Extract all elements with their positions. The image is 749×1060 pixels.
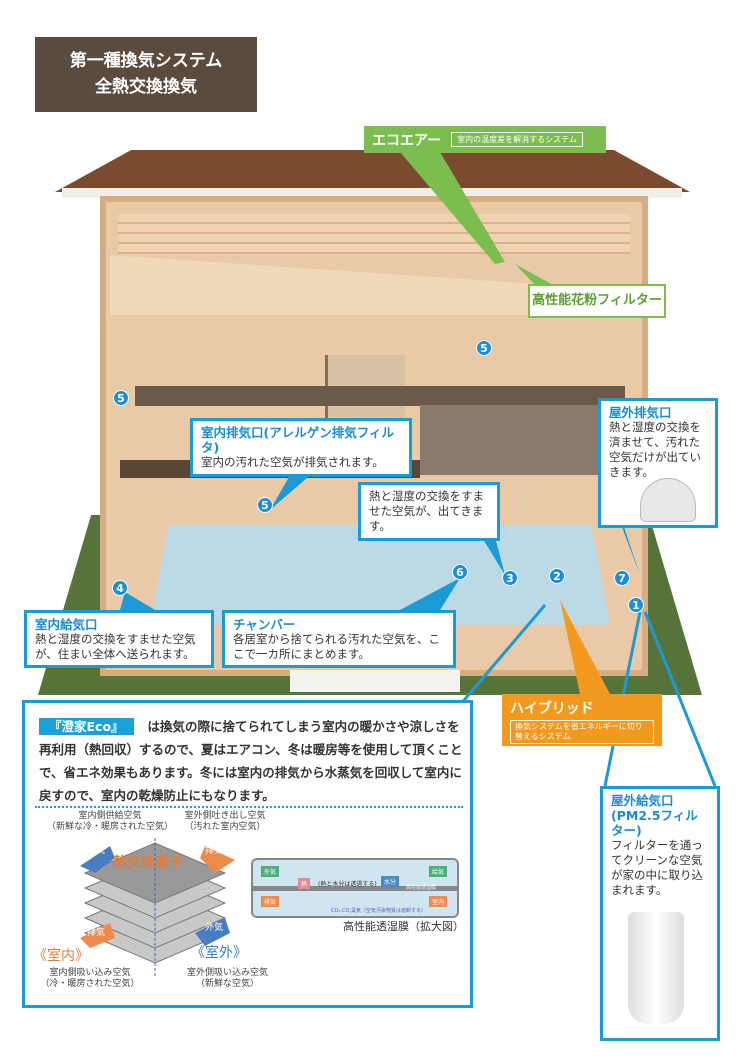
marker-5: 5: [257, 497, 273, 513]
title-line-1: 第一種換気システム: [69, 51, 223, 71]
eco-air-desc: 室内の温度差を解消するシステム: [451, 132, 583, 147]
heat-exchanger-core-icon: [80, 838, 235, 978]
ceiling-beams: [118, 214, 630, 254]
roof: [55, 150, 690, 192]
chamber-callout: チャンバー 各居室から捨てられる汚れた空気を、ここで一カ所にまとめます。: [222, 610, 456, 668]
eco-text: は換気の際に捨てられてしまう室内の暖かさや涼しさを再利用（熱回収）するので、夏は…: [39, 719, 463, 803]
eco-badge: 『澄家Eco』: [39, 718, 134, 735]
indoor-supply-callout: 室内給気口 熱と湿度の交換をすませた空気が、住まい全体へ送られます。: [24, 610, 214, 668]
membrane-block: CO₂,CO,臭気（空気汚染物質は遮断する）: [331, 908, 427, 914]
label-indoor-intake-air: 室内側吸い込み空気 （冷・暖房された空気）: [40, 968, 140, 989]
exchanged-air-callout: 熱と湿度の交換をすませた空気が、出てきます。: [358, 482, 500, 541]
page-title: 第一種換気システム 全熱交換換気: [35, 37, 257, 112]
membrane-room: 室内: [429, 896, 448, 907]
outdoor-exhaust-heading: 屋外排気口: [609, 405, 672, 420]
marker-3: 3: [502, 570, 518, 586]
membrane-name: 高性能透湿膜: [406, 885, 437, 891]
marker-2: 2: [549, 568, 565, 584]
indoor-supply-body: 熱と湿度の交換をすませた空気が、住まい全体へ送られます。: [35, 632, 196, 661]
outdoor-supply-heading: 屋外給気口: [611, 793, 674, 808]
eco-air-label: エコエアー 室内の温度差を解消するシステム: [364, 126, 606, 153]
outdoor-exhaust-body: 熱と湿度の交換を済ませて、汚れた空気だけが出ていきます。: [609, 420, 701, 479]
membrane-moisture: 水分: [381, 876, 400, 887]
dotted-divider: [35, 806, 463, 808]
indoor-exhaust-callout: 室内排気口(アレルゲン排気フィルタ) 室内の汚れた空気が排気されます。: [190, 418, 412, 477]
hybrid-label: ハイブリッド 換気システムを省エネルギーに切り替えるシステム: [502, 694, 662, 746]
eco-explanation-box: 『澄家Eco』は換気の際に捨てられてしまう室内の暖かさや涼しさを再利用（熱回収）…: [22, 700, 473, 1008]
marker-5: 5: [113, 390, 129, 406]
exchanged-air-body: 熱と湿度の交換をすませた空気が、出てきます。: [369, 489, 484, 533]
underfloor-duct-space: [150, 525, 610, 625]
membrane-supply: 給気: [429, 866, 448, 877]
eco-description: 『澄家Eco』は換気の際に捨てられてしまう室内の暖かさや涼しさを再利用（熱回収）…: [39, 715, 463, 807]
outdoor-exhaust-hood: [640, 478, 696, 522]
marker-1: 1: [628, 597, 644, 613]
membrane-heat: 熱: [298, 878, 311, 889]
chamber-body: 各居室から捨てられる汚れた空気を、ここで一カ所にまとめます。: [233, 632, 440, 661]
arrow-supply: 給気: [87, 846, 106, 856]
membrane-zoom-diagram: 外気 排気 熱 (熱と水分は透過する) 水分 給気 室内 高性能透湿膜 CO₂,…: [251, 858, 459, 918]
hybrid-heading: ハイブリッド: [510, 701, 594, 717]
arrow-exhaust-in: 排気: [87, 928, 106, 938]
arrow-outside-air: 外気: [205, 923, 224, 933]
title-line-2: 全熱交換換気: [95, 77, 197, 97]
core-label: 熱交換素子: [113, 855, 183, 871]
arrow-exhaust-out: 排気: [205, 846, 224, 856]
membrane-caption: 高性能透湿膜（拡大図）: [343, 920, 464, 933]
membrane-pass: (熱と水分は透過する): [318, 881, 377, 888]
second-floor: [135, 386, 625, 406]
marker-7: 7: [614, 570, 630, 586]
foundation: [290, 670, 460, 692]
indoor-exhaust-heading: 室内排気口(アレルゲン排気フィルタ): [201, 425, 394, 455]
membrane-bar: [253, 886, 457, 891]
outdoor-supply-pipe: [628, 912, 684, 1024]
indoor-label: 《室内》: [33, 948, 89, 964]
outdoor-supply-subheading: (PM2.5フィルター): [611, 808, 698, 838]
pollen-filter-label: 高性能花粉フィルター: [528, 284, 666, 318]
outdoor-label: 《室外》: [191, 945, 247, 961]
membrane-outside-air: 外気: [261, 866, 280, 877]
outdoor-supply-body: フィルターを通ってクリーンな空気が家の中に取り込まれます。: [611, 838, 703, 897]
membrane-exhaust: 排気: [261, 896, 280, 907]
label-outdoor-exhaust-air: 室外側吐き出し空気 （汚れた室内空気）: [184, 811, 266, 832]
second-floor-room: [420, 405, 630, 475]
marker-6: 6: [452, 564, 468, 580]
eco-air-heading: エコエアー: [372, 132, 442, 149]
indoor-supply-heading: 室内給気口: [35, 617, 98, 632]
indoor-exhaust-body: 室内の汚れた空気が排気されます。: [201, 455, 384, 469]
roof-fascia: [62, 188, 682, 198]
label-outdoor-intake-air: 室外側吸い込み空気 （新鮮な空気）: [186, 968, 268, 989]
label-indoor-supply-air: 室内側供給空気 （新鮮な冷・暖房された空気）: [46, 811, 173, 832]
marker-4: 4: [112, 580, 128, 596]
marker-5: 5: [476, 340, 492, 356]
hybrid-desc: 換気システムを省エネルギーに切り替えるシステム: [510, 720, 654, 744]
chamber-heading: チャンバー: [233, 617, 296, 632]
